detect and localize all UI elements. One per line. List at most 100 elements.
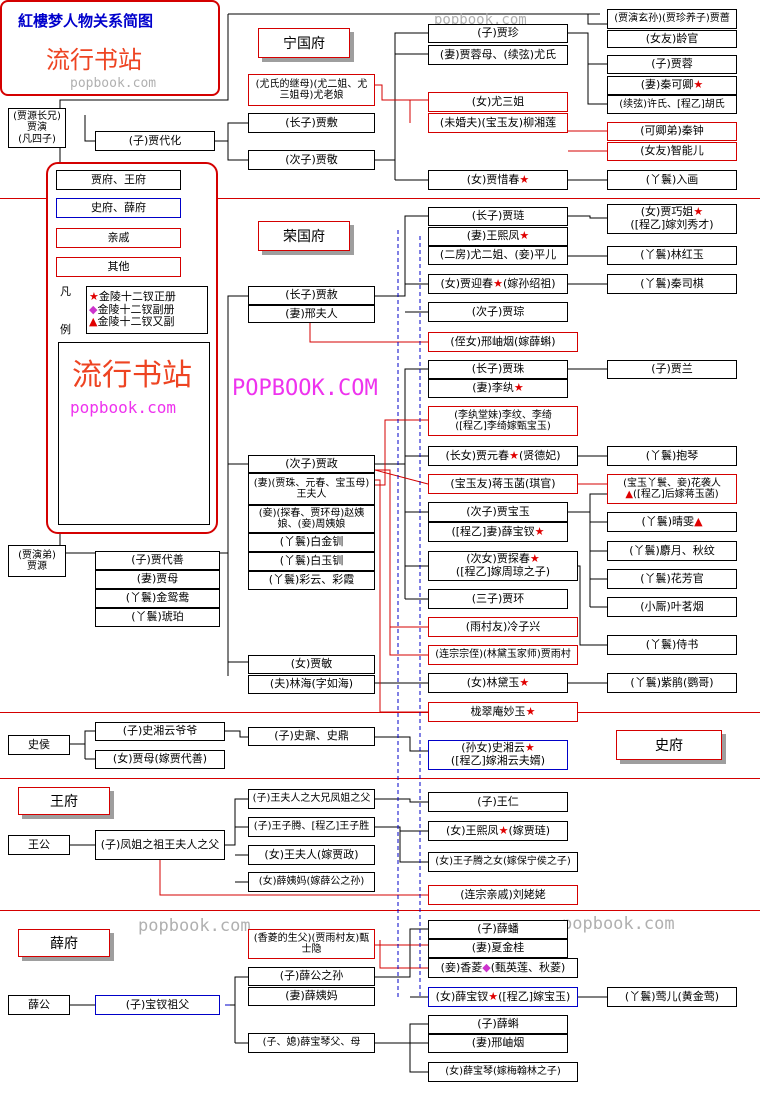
person-qingwen: (丫鬟)晴雯▲ xyxy=(607,512,737,532)
red-star-icon: ★ xyxy=(509,448,519,462)
wang-xifeng-2-label: (女)王熙凤 xyxy=(445,823,499,837)
person-xu-hu: (续弦)许氏、[程乙]胡氏 xyxy=(607,95,737,114)
person-jia-yan: (贾源长兄) 贾演 (凡四子) xyxy=(8,108,66,148)
person-xiren: (宝玉丫鬟、妾)花袭人▲([程乙]后嫁蒋玉菡) xyxy=(607,474,737,504)
person-xia-jingui: (妻)夏金桂 xyxy=(428,939,568,958)
head-xue: 薛公 xyxy=(8,995,70,1015)
person-you-laoniang: (尤氏的继母)(尤二姐、尤三姐母)尤老娘 xyxy=(248,74,375,106)
person-yingchun: (女)贾迎春★(嫁孙绍祖) xyxy=(428,274,568,294)
red-star-icon: ★ xyxy=(529,552,540,566)
person-xiangling: (妾)香菱◆(甄英莲、秋菱) xyxy=(428,958,578,978)
person-jia-xichun: (女)贾惜春★ xyxy=(428,170,568,190)
person-wang-xifeng: (妻)王熙凤★ xyxy=(428,227,568,246)
red-star-icon: ★ xyxy=(525,704,536,718)
red-star-icon: ★ xyxy=(534,524,545,538)
magenta-diamond-icon: ◆ xyxy=(89,302,98,316)
house-xue: 薛府 xyxy=(18,929,110,957)
person-jin-chuan: (丫鬟)白金钏 xyxy=(248,533,375,552)
red-star-icon: ★ xyxy=(693,205,704,219)
person-liu-xianglian: (未婚夫)(宝玉友)柳湘莲 xyxy=(428,113,568,133)
person-baoqin-parents: (子、媳)薛宝琴父、母 xyxy=(248,1033,375,1053)
xiangyun-note: ([程乙]嫁湘云夫婿) xyxy=(450,754,546,767)
person-miaoyu: 栊翠庵妙玉★ xyxy=(428,702,578,722)
legend-item-jia-wang: 贾府、王府 xyxy=(56,170,181,190)
yingchun-label: (女)贾迎春 xyxy=(440,276,494,290)
person-mingyan: (小厮)叶茗烟 xyxy=(607,597,737,617)
baochai-2-label: (女)薛宝钗 xyxy=(435,989,489,1003)
person-zhineng: (女友)智能儿 xyxy=(607,142,737,161)
person-qin-keqing: (妻)秦可卿★ xyxy=(607,76,737,95)
red-star-icon: ★ xyxy=(519,229,530,243)
person-qiaojie: (女)贾巧姐★([程乙]嫁刘秀才) xyxy=(607,204,737,234)
legend-li: 例 xyxy=(60,323,71,336)
watermark-site-cn-2: 流行书站 xyxy=(72,358,192,393)
person-si-qi: (丫鬟)秦司棋 xyxy=(607,274,737,294)
person-jia-rong: (子)贾蓉 xyxy=(607,55,737,74)
red-star-icon: ★ xyxy=(498,823,509,837)
daiyu-label: (女)林黛玉 xyxy=(466,675,520,689)
person-jia-mu: (妻)贾母 xyxy=(95,570,220,589)
divider-ning-rong xyxy=(0,198,760,199)
house-ning: 宁国府 xyxy=(258,28,350,58)
person-jia-min: (女)贾敏 xyxy=(248,655,375,674)
head-wang: 王公 xyxy=(8,835,70,855)
house-rong: 荣国府 xyxy=(258,221,350,251)
xiangyun-label: (孙女)史湘云 xyxy=(461,741,525,755)
person-yu-chuan: (丫鬟)白玉钏 xyxy=(248,552,375,571)
person-bao-qin: (丫鬟)抱琴 xyxy=(607,446,737,466)
person-wang-xifeng-2: (女)王熙凤★(嫁贾琏) xyxy=(428,821,568,841)
xiangling-label: (妾)香菱 xyxy=(440,960,483,974)
person-you-erjie: (二房)尤二姐、(妾)平儿 xyxy=(428,246,568,265)
watermark-box xyxy=(58,342,210,525)
watermark-site-en-5: popbook.com xyxy=(562,914,675,934)
red-star-icon: ★ xyxy=(493,276,503,290)
person-caiyun: (丫鬟)彩云、彩霞 xyxy=(248,571,375,590)
person-jia-daihua: (子)贾代化 xyxy=(95,131,215,151)
person-xue-bao-grandfather: (子)宝钗祖父 xyxy=(95,995,220,1015)
magenta-diamond-icon: ◆ xyxy=(482,960,491,974)
qin-keqing-label: (妻)秦可卿 xyxy=(640,78,694,92)
red-triangle-icon: ▲ xyxy=(89,315,98,329)
head-shi: 史侯 xyxy=(8,735,70,755)
yingchun-note: (嫁孙绍祖) xyxy=(502,276,556,290)
person-xiangyun: (孙女)史湘云★([程乙]嫁湘云夫婿) xyxy=(428,740,568,770)
person-li-wan: (妻)李纨★ xyxy=(428,379,568,398)
page-title: 紅樓梦人物关系简图 xyxy=(18,12,154,30)
tanchun-label: (次女)贾探春 xyxy=(466,552,530,566)
person-shishu: (丫鬟)侍书 xyxy=(607,635,737,655)
person-qin-zhong: (可卿弟)秦钟 xyxy=(607,122,737,141)
person-jia-baoyu: (次子)贾宝玉 xyxy=(428,502,568,522)
house-shi: 史府 xyxy=(616,730,722,760)
person-shi-nai: (子)史鼐、史鼎 xyxy=(248,727,375,746)
person-xing-xiuyan: (侄女)邢岫烟(嫁薛蝌) xyxy=(428,332,578,352)
person-jia-lan: (子)贾兰 xyxy=(607,360,737,379)
person-yuanchun: (长女)贾元春★(贤德妃) xyxy=(428,446,578,466)
red-star-icon: ★ xyxy=(519,675,530,689)
baochai-2-note: ([程乙]嫁宝玉) xyxy=(498,989,571,1003)
red-triangle-icon: ▲ xyxy=(625,489,634,500)
miaoyu-label: 栊翠庵妙玉 xyxy=(470,704,526,718)
xiren-label: (宝玉丫鬟、妾)花袭人 xyxy=(623,477,721,489)
person-zhen-shiyin: (香菱的生父)(贾雨村友)甄士隐 xyxy=(248,929,375,959)
person-jia-yuan: (贾演弟) 贾源 xyxy=(8,545,66,577)
person-jia-zhen: (子)贾珍 xyxy=(428,24,568,43)
divider-wang-xue xyxy=(0,910,760,911)
person-xue-ke: (子)薛蝌 xyxy=(428,1015,568,1034)
watermark-site-en: popbook.com xyxy=(70,76,157,91)
watermark-site-cn: 流行书站 xyxy=(46,46,142,74)
person-jiang-yuhan: (宝玉友)蒋玉菡(琪官) xyxy=(428,474,578,494)
red-star-icon: ★ xyxy=(519,172,530,186)
person-xue-yima-2: (妻)薛姨妈 xyxy=(248,987,375,1006)
xiren-note: ([程乙]后嫁蒋玉菡) xyxy=(633,489,719,500)
person-wang-furen-2: (女)王夫人(嫁贾政) xyxy=(248,845,375,865)
person-wang-ren: (子)王仁 xyxy=(428,792,568,812)
qiaojie-label: (女)贾巧姐 xyxy=(640,205,694,219)
legend-marks: ★金陵十二钗正册 ◆金陵十二钗副册 ▲金陵十二钗又副 xyxy=(86,286,208,334)
red-star-icon: ★ xyxy=(524,741,535,755)
person-wang-grandfather: (子)凤姐之祖王夫人之父 xyxy=(95,830,225,860)
watermark-site-en-3: popbook.com xyxy=(70,398,176,417)
red-triangle-icon: ▲ xyxy=(694,514,703,528)
person-jia-she: (长子)贾赦 xyxy=(248,286,375,305)
